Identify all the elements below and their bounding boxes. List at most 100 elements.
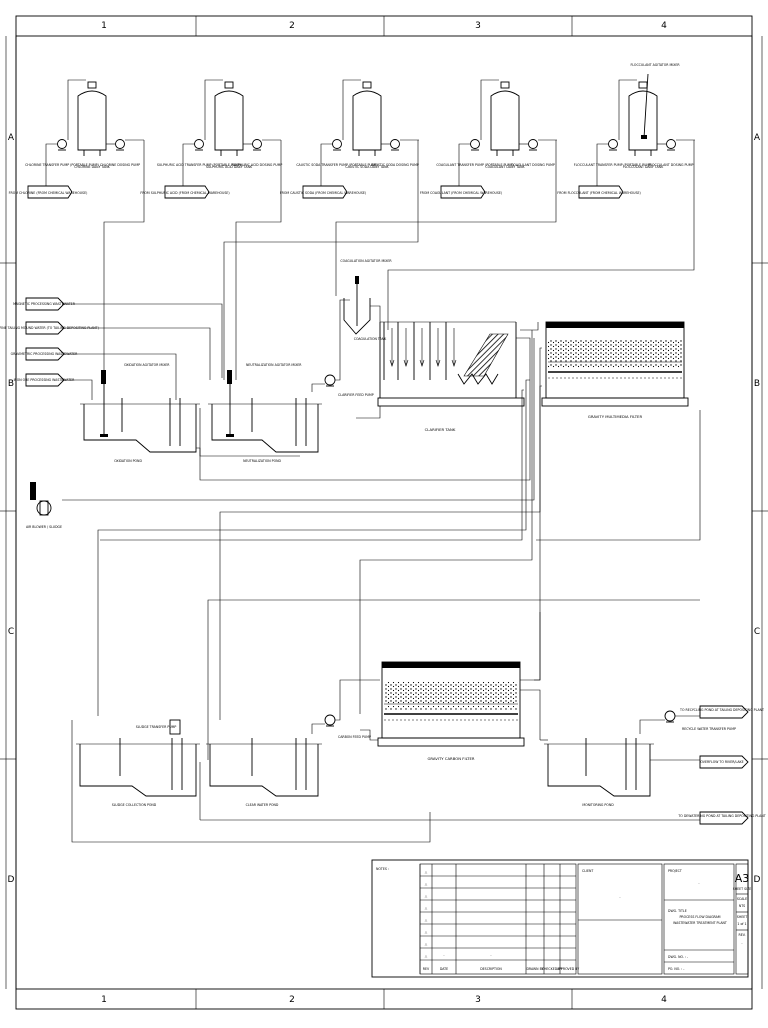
row-label-right: C [754, 627, 760, 637]
rev-triangle: △ [425, 906, 428, 910]
po-no: PO. NO. : - [668, 967, 684, 971]
inlet-label: FROM FINE TAILING MOUND WATER (TO TAILIN… [0, 326, 99, 330]
neutral-mixer-label: NEUTRALIZATION AGITATOR MIXER [246, 363, 302, 367]
title-block: △△△△△△△△ NOTES : REV DATE DESCRIPTION DR… [371, 859, 752, 978]
sheet-size-label: SHEET SIZE [733, 887, 752, 891]
gravity-carbon-filter: GRAVITY CARBON FILTER [360, 661, 541, 761]
clear-water-pond-label: CLEAR WATER POND [246, 803, 279, 807]
neutral-pond-label: NEUTRALIZATION POND [243, 459, 281, 463]
chemical-lines [103, 140, 695, 380]
clarifier-tank: CLARIFIER TANK [356, 321, 525, 432]
notes-label: NOTES : [376, 867, 389, 871]
rev-header: DATE [440, 967, 448, 971]
outlet-sludge-label: TO DEWATERING POND AT TAILING DEPOSITING… [677, 814, 765, 818]
clear-water-pond: CLEAR WATER POND [206, 738, 322, 807]
sludge-pump-label: SLUDGE TRANSFER PUMP [136, 725, 177, 729]
daily-tank [77, 90, 107, 151]
transfer-pump-icon [57, 139, 67, 149]
outlet-recycle-label: TO RECYCLING POND AT TAILING DEPOSITING … [679, 708, 764, 712]
tank-vent [500, 81, 510, 89]
tank-vent [638, 81, 648, 89]
col-label-bottom: 2 [289, 995, 295, 1005]
rev-triangle: △ [425, 882, 428, 886]
transfer-pump-icon [608, 139, 618, 149]
flocculant-mixer-label: FLOCCULANT AGITATOR MIXER [630, 63, 680, 67]
clarifier-feed-pump-label: CLARIFIER FEED PUMP [338, 393, 374, 397]
project-value: - [698, 881, 699, 885]
clarifier-tank-label: CLARIFIER TANK [425, 427, 456, 432]
air-blower-label: AIR BLOWER / SLUDGE [26, 525, 62, 529]
multimedia-filter-label: GRAVITY MULTIMEDIA FILTER [588, 414, 643, 419]
inlet-arrow: FROM FINE TAILING MOUND WATER (TO TAILIN… [0, 321, 99, 335]
col-label-top: 4 [661, 21, 667, 31]
col-label-top: 2 [289, 21, 295, 31]
grid-labels: 1 2 3 4 1 2 3 4 A B C D A B C D [8, 21, 761, 1005]
transfer-pump-label: COAGULANT TRANSFER PUMP (PORTABLE PUMP) [436, 163, 513, 167]
inlet-label: IRON ORE PROCESSING WASTEWATER [14, 378, 76, 382]
transfer-pump-label: SULPHURIC ACID TRANSFER PUMP (PORTABLE P… [157, 163, 241, 167]
daily-tank-label: FLOCCULANT DAILY TANK [623, 165, 664, 169]
supply-arrow [578, 185, 624, 199]
dosing-pump-icon [115, 139, 125, 149]
rev-header: DESCRIPTION [480, 967, 502, 971]
rev-triangle: △ [425, 942, 428, 946]
sheet-label: SHEET [737, 915, 747, 919]
chemical-dosing-units: CHLORINE TRANSFER PUMP (PORTABLE PUMP)CH… [9, 79, 695, 199]
oxidation-pond-label: OXIDATION POND [114, 459, 142, 463]
daily-tank-label: CHLORINE DAILY TANK [74, 165, 110, 169]
row-label-right: D [754, 875, 761, 885]
rev-triangle: △ [425, 918, 428, 922]
dosing-unit: FLOCCULANT TRANSFER PUMP (PORTABLE PUMP)… [557, 79, 695, 199]
air-blower: AIR BLOWER / SLUDGE [26, 482, 62, 529]
client-value: - [619, 895, 620, 899]
dwg-title-line-2: WASTEWATER TREATMENT PLANT [673, 921, 727, 925]
daily-tank-label: COAGULANT DAILY TANK [485, 165, 525, 169]
dosing-unit: SULPHURIC ACID TRANSFER PUMP (PORTABLE P… [140, 79, 283, 199]
rev-header: CHECKED BY [542, 967, 562, 971]
inlet-arrow: GRAVIMETRIC PROCESSING WASTEWATER [11, 347, 78, 361]
dosing-pump-label: SULPHURIC ACID DOSING PUMP [232, 163, 283, 167]
wastewater-inlets: MAGNETIC PROCESSING WASTEWATER FROM FINE … [0, 297, 99, 387]
daily-tank [490, 90, 520, 151]
rev-headers: REV DATE DESCRIPTION DRAWN BY CHECKED BY… [423, 967, 579, 971]
inlet-arrow: MAGNETIC PROCESSING WASTEWATER [13, 297, 76, 311]
dosing-pump-label: FLOCCULANT DOSING PUMP [649, 163, 694, 167]
daily-tank-label: CAUSTIC SODA DAILY TANK [345, 165, 389, 169]
supply-arrow [164, 185, 210, 199]
monitoring-pond: MONITORING POND [540, 738, 654, 807]
col-label-bottom: 1 [101, 995, 107, 1005]
rev-header: DRAWN BY [526, 967, 543, 971]
transfer-pump-icon [470, 139, 480, 149]
col-label-top: 3 [475, 21, 481, 31]
col-label-bottom: 4 [661, 995, 667, 1005]
rev-header: REV [423, 967, 430, 971]
rev-triangle: △ [425, 894, 428, 898]
recycle-pump-label: RECYCLE WATER TRANSFER PUMP [682, 727, 736, 731]
sheet-value: 1 of 1 [737, 922, 746, 926]
dosing-unit: CAUSTIC SODA TRANSFER PUMP (PORTABLE PUM… [280, 79, 419, 199]
daily-tank [628, 90, 658, 151]
transfer-pump-label: CAUSTIC SODA TRANSFER PUMP (PORTABLE PUM… [296, 163, 377, 167]
dosing-unit: COAGULANT TRANSFER PUMP (PORTABLE PUMP)C… [420, 79, 557, 199]
carbon-filter-label: GRAVITY CARBON FILTER [427, 756, 474, 761]
carbon-feed-pump: CARBON FEED PUMP [311, 679, 380, 739]
row-label-left: C [8, 627, 14, 637]
rev-triangle: △ [425, 954, 428, 958]
row-label-left: B [8, 379, 14, 389]
transfer-pump-icon [332, 139, 342, 149]
monitoring-pond-label: MONITORING POND [582, 803, 614, 807]
rev-label: REV. [738, 933, 745, 937]
transfer-pump-label: CHLORINE TRANSFER PUMP (PORTABLE PUMP) [25, 163, 99, 167]
rev-dash: - [443, 953, 444, 957]
supply-label: FROM SULPHURIC ACID (FROM CHEMICAL WAREH… [140, 191, 229, 195]
transfer-pump-label: FLOCCULANT TRANSFER PUMP (PORTABLE PUMP) [574, 163, 653, 167]
sheet-size: A3 [735, 872, 750, 885]
rev-triangle: △ [425, 870, 428, 874]
tank-vent [87, 81, 97, 89]
clarifier-feed-pump: CLARIFIER FEED PUMP [311, 299, 374, 397]
supply-label: FROM COAGULANT (FROM CHEMICAL WAREHOUSE) [420, 191, 502, 195]
coagulation-tank: COAGULATION AGITATOR MIXER COAGULATION T… [340, 259, 392, 341]
rev-value: - [741, 941, 742, 945]
col-label-top: 1 [101, 21, 107, 31]
